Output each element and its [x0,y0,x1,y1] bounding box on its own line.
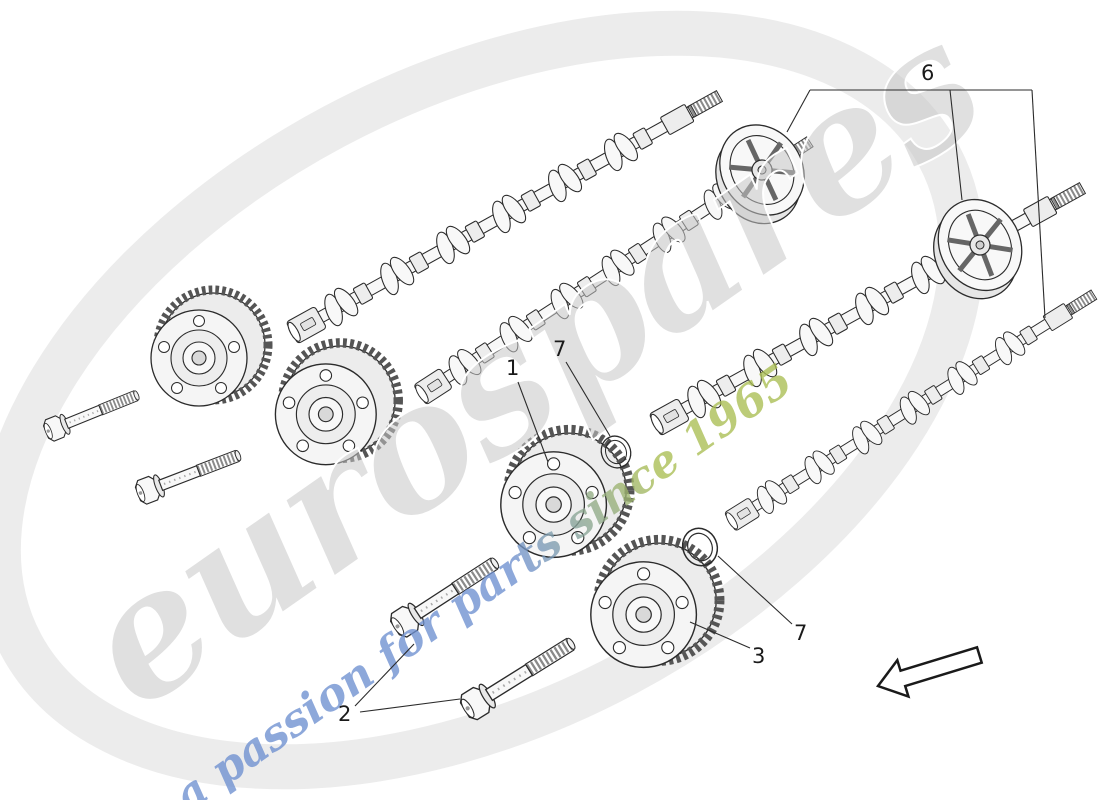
callout-2-leader-b [359,698,461,713]
timing-gear-far-left [151,290,268,406]
callout-1-leader [517,381,549,463]
callout-7-upper-leader [565,361,611,437]
callout-3-label: 3 [752,644,765,668]
callout-6-leader-middle [949,89,963,201]
callout-1-label: 1 [506,356,519,380]
callout-6-group: 6 [786,61,1046,319]
callout-2-leader-a [354,643,415,707]
callout-3-leader [689,621,751,649]
callout-1-group: 1 [506,356,549,463]
callout-7-lower-group: 7 [717,555,807,645]
callout-7-upper-group: 7 [553,337,611,437]
direction-arrow-icon [875,645,984,699]
timing-gear-part-3 [591,540,720,668]
callout-6-leader-left [786,89,811,133]
callout-2-label: 2 [338,702,351,726]
callout-3-group: 3 [689,621,765,668]
callout-7-lower-leader [717,555,793,625]
callout-2-group: 2 [338,643,461,726]
callout-7-upper-label: 7 [553,337,566,361]
callout-6-label: 6 [921,61,934,85]
callout-7-lower-label: 7 [794,621,807,645]
callout-6-leader-right [1031,89,1046,319]
